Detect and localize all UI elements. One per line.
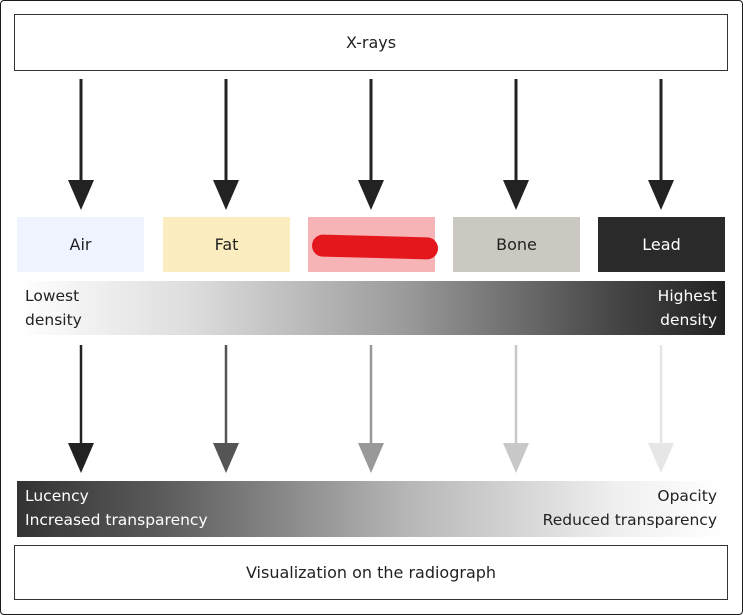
material-label: Fat	[214, 235, 239, 254]
material-bone: Bone	[453, 217, 580, 272]
visualization-gradient-band: Lucency Increased transparency Opacity R…	[17, 481, 725, 537]
material-label: Lead	[642, 235, 681, 254]
xrays-label: X-rays	[345, 33, 397, 52]
material-label: Air	[69, 235, 92, 254]
visualization-arrow-5	[648, 345, 674, 473]
material-air: Air	[17, 217, 144, 272]
visualization-label: Visualization on the radiograph	[245, 563, 497, 582]
xray-arrow-2	[213, 79, 239, 210]
visualization-arrow-1	[68, 345, 94, 473]
material-lead: Lead	[598, 217, 725, 272]
density-gradient-band: Lowest density Highest density	[17, 281, 725, 335]
xray-arrow-1	[68, 79, 94, 210]
lowest-density-label: Lowest density	[25, 287, 82, 329]
visualization-arrow-2	[213, 345, 239, 473]
lucency-label: Lucency Increased transparency	[25, 487, 208, 529]
visualization-box: Visualization on the radiograph	[14, 545, 728, 600]
opacity-label: Opacity Reduced transparency	[542, 487, 717, 529]
xray-arrow-5	[648, 79, 674, 210]
highest-density-label: Highest density	[657, 287, 717, 329]
material-label: Bone	[496, 235, 537, 254]
xray-arrow-3	[358, 79, 384, 210]
xrays-box: X-rays	[14, 14, 728, 71]
xray-arrow-4	[503, 79, 529, 210]
visualization-arrow-4	[503, 345, 529, 473]
redaction-mark	[311, 234, 439, 260]
visualization-arrow-3	[358, 345, 384, 473]
material-fat: Fat	[163, 217, 290, 272]
